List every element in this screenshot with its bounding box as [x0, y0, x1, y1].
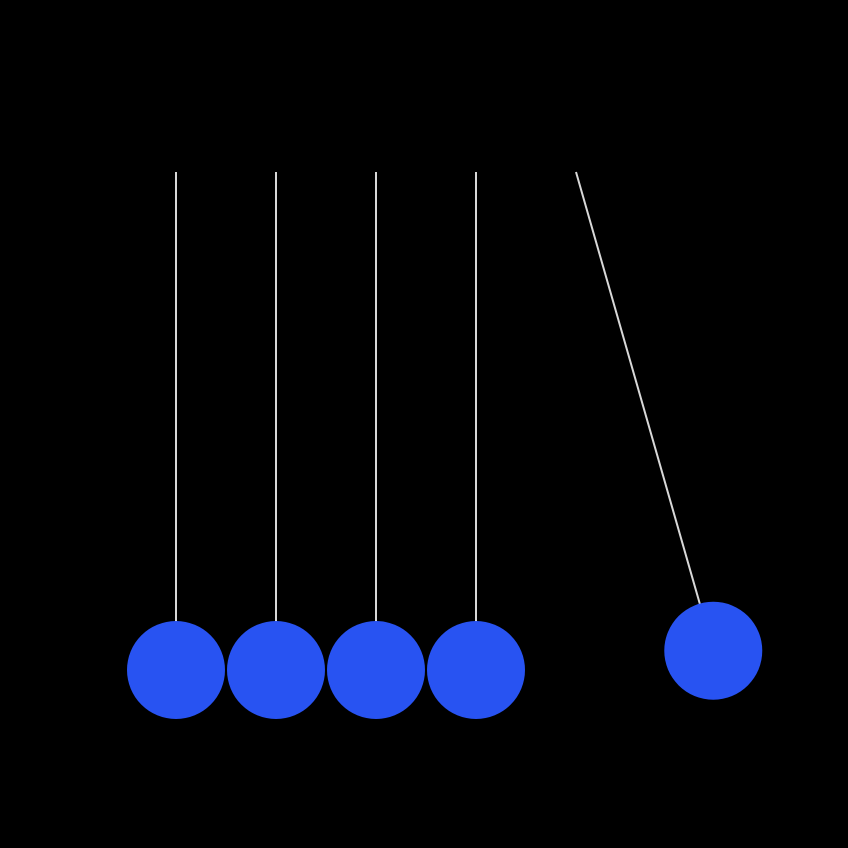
pendulum-ball-4[interactable] [427, 621, 525, 719]
balls-layer [127, 601, 763, 719]
string-5 [575, 171, 715, 651]
pendulum-ball-2[interactable] [227, 621, 325, 719]
pendulum-ball-3[interactable] [327, 621, 425, 719]
strings-layer [175, 171, 715, 670]
pendulum-ball-1[interactable] [127, 621, 225, 719]
pendulum-ball-5[interactable] [664, 601, 763, 700]
